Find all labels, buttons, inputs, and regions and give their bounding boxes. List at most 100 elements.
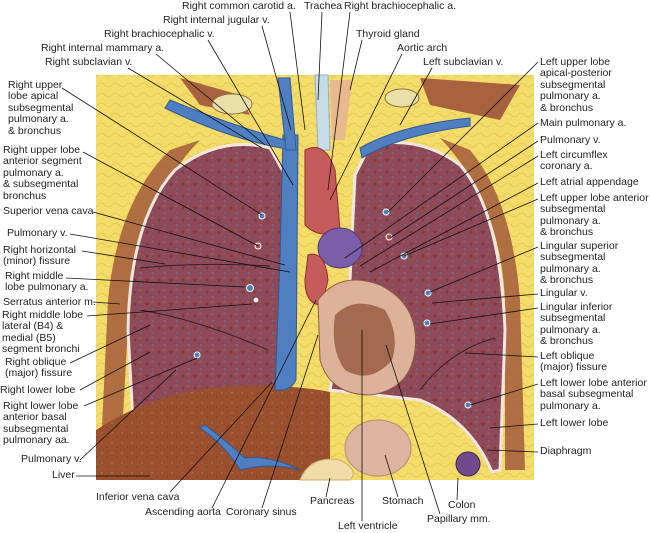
label-inferior-vena-cava: Inferior vena cava xyxy=(96,491,180,503)
vessel xyxy=(252,296,260,304)
stomach xyxy=(344,419,412,477)
label-ascending-aorta: Ascending aorta xyxy=(145,506,221,518)
vessel xyxy=(246,284,254,292)
label-right-oblique-fissure: Right oblique (major) fissure xyxy=(5,356,73,380)
leader-line xyxy=(359,155,539,267)
clavicle-left xyxy=(384,88,420,108)
leader-line xyxy=(261,25,292,131)
label-diaphragm: Diaphragm xyxy=(540,445,592,457)
label-right-upper-lobe-apical: Right upper lobe apical subsegmental pul… xyxy=(8,79,74,137)
label-left-lower-lobe-anterior-basal: Left lower lobe anterior basal subsegmen… xyxy=(540,377,647,412)
leader-line xyxy=(289,11,306,131)
label-stomach: Stomach xyxy=(382,495,424,507)
label-right-brachiocephalic-artery: Right brachiocephalic a. xyxy=(344,0,457,12)
leader-line xyxy=(329,53,403,201)
label-right-subclavian-vein: Right subclavian v. xyxy=(45,56,133,68)
pancreas xyxy=(299,458,354,481)
leader-line xyxy=(81,250,166,265)
label-left-upper-lobe-apical-posterior: Left upper lobe apical-posterior subsegm… xyxy=(540,56,612,114)
leader-line xyxy=(489,423,539,429)
label-coronary-sinus: Coronary sinus xyxy=(226,506,297,518)
label-left-oblique-fissure: Left oblique (major) fissure xyxy=(540,350,608,374)
leader-line xyxy=(317,11,323,101)
label-colon: Colon xyxy=(448,499,476,511)
leader-line xyxy=(207,39,294,186)
left-oblique-fissure xyxy=(419,337,496,391)
vessel xyxy=(193,351,201,359)
main-pulmonary-artery xyxy=(317,227,363,269)
chest-wall-muscle-left xyxy=(440,138,525,470)
leader-line xyxy=(79,351,151,391)
label-liver: Liver xyxy=(52,469,75,481)
leader-line xyxy=(86,303,253,317)
label-right-internal-jugular-vein: Right internal jugular v. xyxy=(163,14,270,26)
trachea xyxy=(314,74,331,151)
leader-line xyxy=(486,449,539,453)
leader-line xyxy=(69,233,291,273)
leader-line xyxy=(431,293,539,304)
leader-line xyxy=(69,324,151,364)
label-pulmonary-vein-right: Pulmonary v. xyxy=(7,227,68,239)
left-subclavian-vein xyxy=(359,117,471,159)
leader-line xyxy=(389,140,539,239)
internal-jugular-vein xyxy=(277,77,297,151)
label-right-middle-lobe-pulmonary-artery: Right middle lobe pulmonary a. xyxy=(5,270,89,294)
hepatic-vein xyxy=(199,424,301,471)
label-right-common-carotid-artery: Right common carotid a. xyxy=(182,0,296,12)
leader-line xyxy=(344,122,539,259)
leader-line xyxy=(211,299,317,509)
vessel xyxy=(423,319,431,327)
label-lingular-superior: Lingular superior subsegmental pulmonary… xyxy=(540,240,619,287)
label-left-lower-lobe: Left lower lobe xyxy=(540,417,609,429)
label-right-middle-lobe-bronchi: Right middle lobe lateral (B4) & medial … xyxy=(2,309,84,356)
superior-vena-cava xyxy=(274,134,299,391)
right-horizontal-fissure xyxy=(139,263,271,269)
leader-line xyxy=(325,477,331,498)
label-left-upper-lobe-anterior: Left upper lobe anterior subsegmental pu… xyxy=(540,192,649,239)
label-right-upper-lobe-anterior: Right upper lobe anterior segment pulmon… xyxy=(3,144,82,202)
label-left-ventricle: Left ventricle xyxy=(338,520,398,532)
thyroid-gland xyxy=(330,80,352,140)
label-pulmonary-vein-lower: Pulmonary v. xyxy=(21,453,82,465)
vessel xyxy=(382,208,390,216)
label-left-atrial-appendage: Left atrial appendage xyxy=(540,176,639,188)
label-aortic-arch: Aortic arch xyxy=(397,42,448,54)
label-right-lower-lobe-anterior-basal: Right lower lobe anterior basal subsegme… xyxy=(3,400,79,447)
leader-line xyxy=(92,301,121,305)
leader-line xyxy=(399,67,433,126)
label-thyroid-gland: Thyroid gland xyxy=(356,28,420,40)
leader-line xyxy=(327,11,351,191)
leader-line xyxy=(456,477,459,501)
vessel xyxy=(424,289,432,297)
leader-line xyxy=(61,87,263,216)
leader-line xyxy=(469,383,539,406)
leader-line xyxy=(83,357,198,407)
leader-line xyxy=(403,198,539,257)
leader-line xyxy=(65,277,246,288)
label-serratus-anterior: Serratus anterior m. xyxy=(3,296,96,308)
leader-line xyxy=(387,61,539,213)
leader-line xyxy=(429,307,539,325)
label-right-horizontal-fissure: Right horizontal (minor) fissure xyxy=(3,244,76,268)
label-papillary-muscles: Papillary mm. xyxy=(427,513,491,525)
leader-line xyxy=(169,381,273,493)
label-right-lower-lobe: Right lower lobe xyxy=(0,384,76,396)
right-oblique-fissure xyxy=(139,309,269,351)
chest-wall-muscle-right xyxy=(100,140,200,470)
leader-line xyxy=(464,352,539,358)
label-lingular-inferior: Lingular inferior subsegmental pulmonary… xyxy=(540,301,613,348)
leader-line xyxy=(385,344,441,515)
leader-line xyxy=(261,334,319,509)
leader-line xyxy=(79,369,177,461)
label-pulmonary-vein-left: Pulmonary v. xyxy=(540,134,601,146)
leader-lines xyxy=(61,11,539,521)
leader-line xyxy=(369,182,539,273)
label-left-circumflex-coronary-artery: Left circumflex coronary a. xyxy=(540,149,608,173)
label-superior-vena-cava: Superior vena cava xyxy=(3,205,94,217)
leader-line xyxy=(349,39,363,91)
pectoral-muscle-left xyxy=(420,78,520,120)
label-right-internal-mammary-artery: Right internal mammary a. xyxy=(41,42,165,54)
left-ventricle-cavity xyxy=(333,303,395,376)
